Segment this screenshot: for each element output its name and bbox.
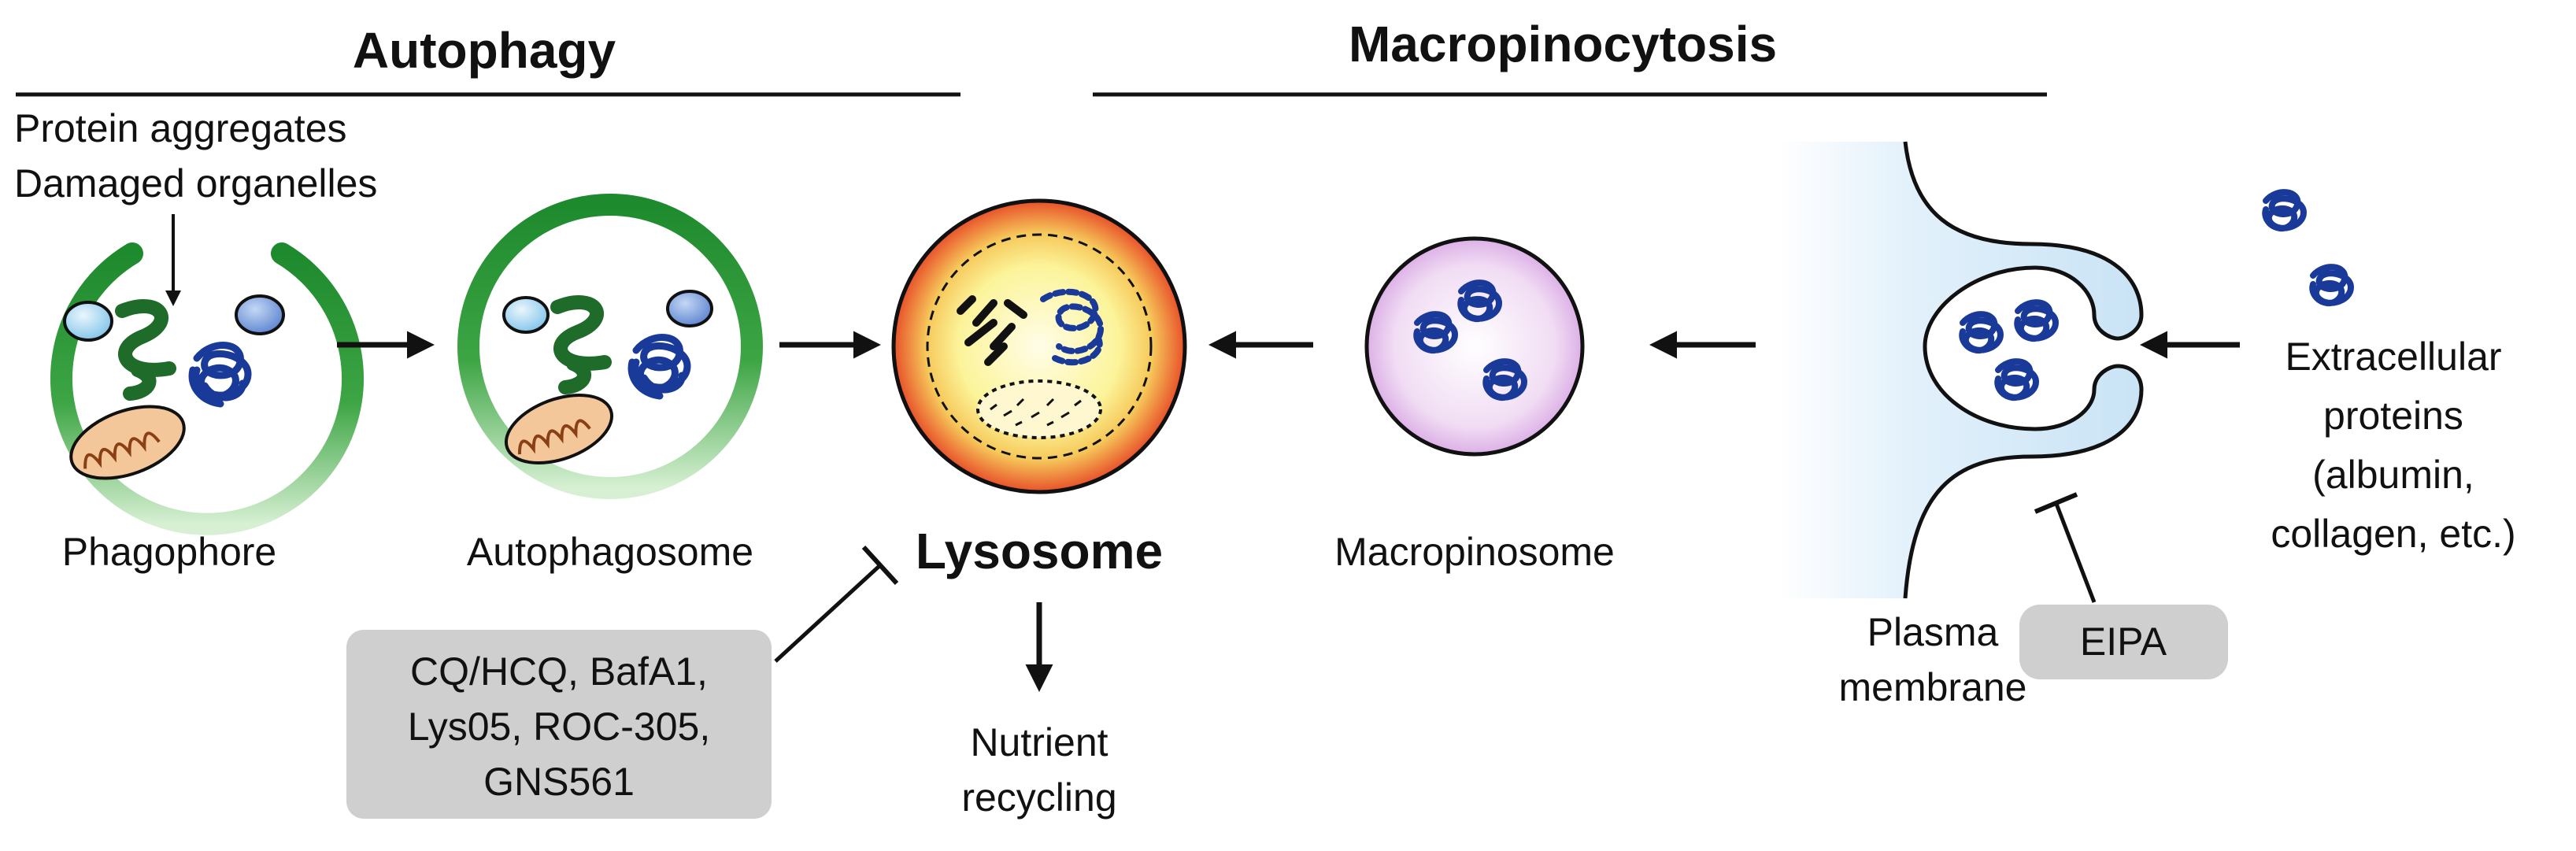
lysosome-inhibitor-line2: Lys05, ROC-305, bbox=[408, 705, 710, 749]
cargo-label-line2: Damaged organelles bbox=[14, 161, 377, 205]
phagophore-aggregate bbox=[115, 299, 176, 401]
cargo-label-line1: Protein aggregates bbox=[14, 106, 347, 150]
extracellular-label-line1: Extracellular bbox=[2285, 335, 2501, 379]
phagophore-vesicle bbox=[63, 301, 113, 342]
extracellular-proteins: Extracellular proteins (albumin, collage… bbox=[2265, 192, 2516, 556]
lysosome-inhibition-bar bbox=[861, 545, 899, 586]
phagophore-label: Phagophore bbox=[62, 530, 276, 574]
autophagosome-aggregate bbox=[550, 295, 612, 394]
autophagosome: Autophagosome bbox=[457, 194, 763, 574]
plasma-membrane-region bbox=[1779, 142, 2141, 598]
autophagosome-vesicle-dark bbox=[666, 290, 713, 327]
macropinosome-body bbox=[1364, 236, 1585, 457]
phagophore: Phagophore bbox=[50, 242, 364, 574]
lysosome-label: Lysosome bbox=[916, 523, 1163, 579]
lysosome-degraded-aggregate bbox=[957, 295, 1027, 366]
eipa-inhibition-line bbox=[2054, 503, 2097, 603]
plasma-membrane: Plasma membrane bbox=[1779, 141, 2144, 709]
lysosome-inhibitor-line3: GNS561 bbox=[483, 760, 635, 804]
eipa-inhibition-bar bbox=[2034, 492, 2078, 514]
plasma-membrane-label-line2: membrane bbox=[1839, 665, 2027, 709]
autophagosome-label: Autophagosome bbox=[467, 530, 753, 574]
plasma-membrane-label-line1: Plasma bbox=[1867, 610, 1999, 654]
phagophore-mitochondrion bbox=[69, 405, 186, 480]
extracellular-label-line4: collagen, etc.) bbox=[2271, 512, 2515, 556]
autophagy-header: Autophagy bbox=[353, 22, 616, 79]
lysosome-inhibitor-box bbox=[346, 630, 772, 819]
lysosome-inhibitor: CQ/HCQ, BafA1, Lys05, ROC-305, GNS561 bbox=[346, 545, 899, 819]
phagophore-vesicle-dark bbox=[235, 294, 285, 335]
extracellular-protein-2 bbox=[2312, 267, 2351, 303]
macropinosome-label: Macropinosome bbox=[1334, 530, 1615, 574]
eipa-inhibitor: EIPA bbox=[2019, 492, 2228, 679]
autophagosome-mitochondrion bbox=[504, 394, 614, 464]
lysosome-inhibition-line bbox=[774, 564, 882, 663]
extracellular-label-line3: (albumin, bbox=[2312, 453, 2474, 497]
phagophore-protein bbox=[192, 346, 248, 404]
lysosome-body bbox=[891, 198, 1187, 494]
lysosome: Lysosome bbox=[891, 198, 1187, 579]
extracellular-protein-1 bbox=[2265, 192, 2304, 228]
plasma-membrane-outline bbox=[1903, 141, 2144, 599]
lysosome-inhibitor-line1: CQ/HCQ, BafA1, bbox=[410, 649, 708, 694]
lysosome-inner-membrane bbox=[926, 233, 1153, 460]
autophagosome-vesicle bbox=[502, 296, 550, 334]
phagophore-membrane bbox=[50, 242, 364, 535]
lysosome-degraded-protein bbox=[1040, 288, 1104, 366]
macropinosome: Macropinosome bbox=[1334, 236, 1615, 574]
lysosome-degraded-mitochondrion bbox=[976, 379, 1102, 439]
extracellular-label-line2: proteins bbox=[2323, 394, 2463, 438]
nutrient-label-line1: Nutrient bbox=[970, 720, 1108, 764]
macropinocytosis-header: Macropinocytosis bbox=[1349, 16, 1777, 72]
eipa-box bbox=[2019, 605, 2228, 679]
nutrient-label-line2: recycling bbox=[961, 775, 1116, 820]
eipa-label: EIPA bbox=[2080, 620, 2167, 664]
